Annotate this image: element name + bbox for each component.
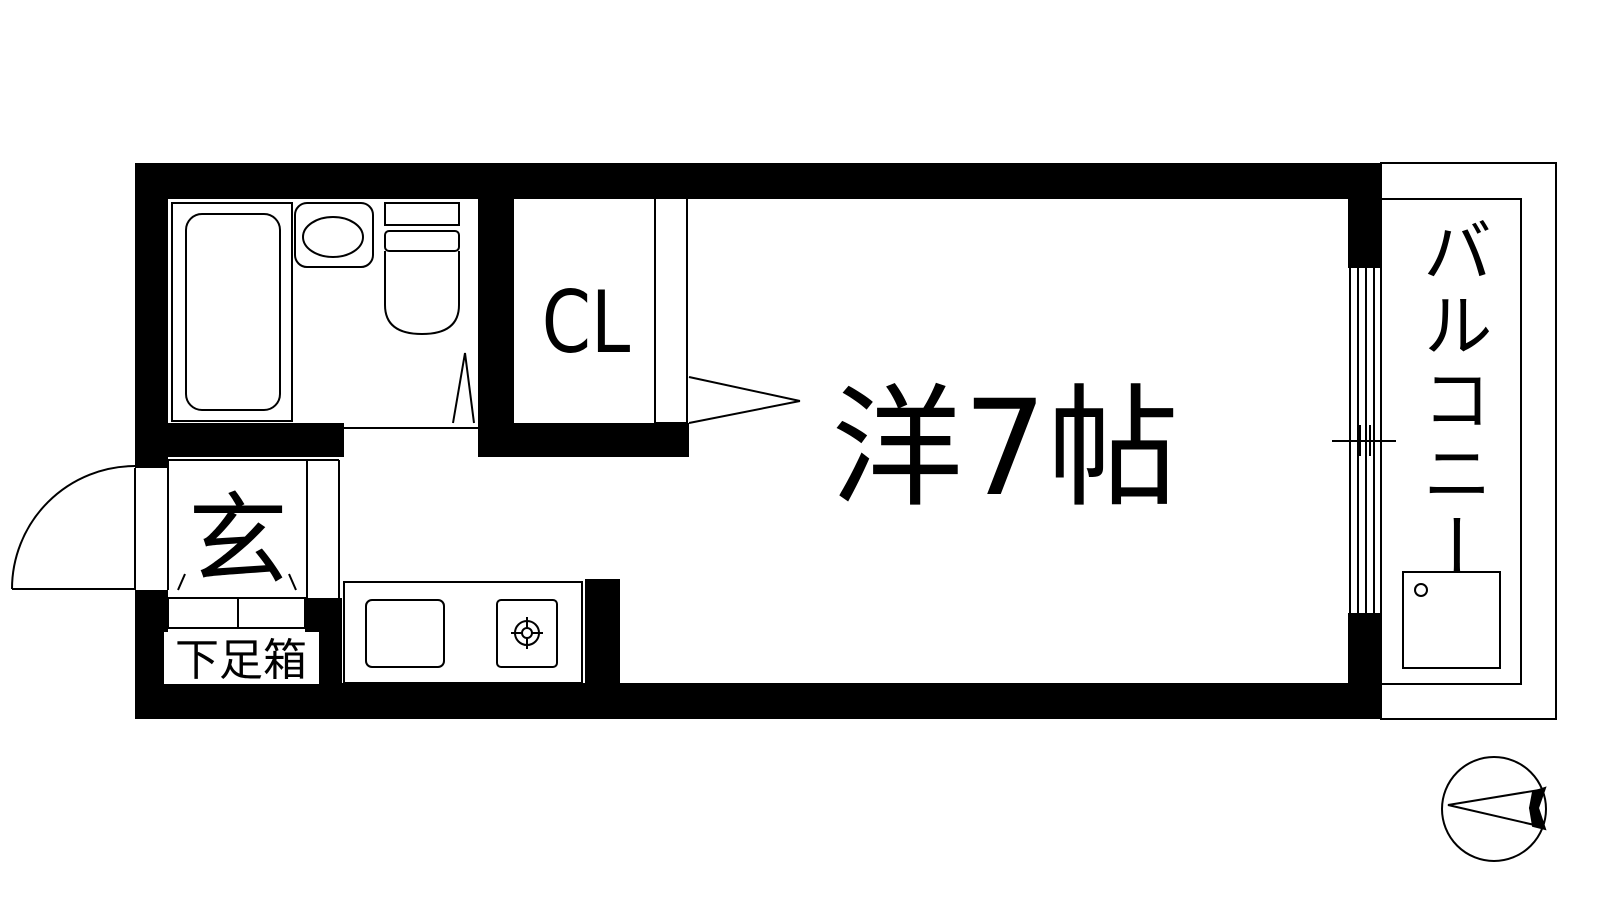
entrance [167,459,340,598]
toilet-icon [384,202,460,336]
balcony [1380,162,1557,720]
balcony-label: バルコニー [1411,215,1493,585]
entrance-door [11,465,136,590]
compass-icon [1441,756,1547,862]
shoe-box-label-bg [164,632,319,684]
washbasin-icon [294,202,374,268]
stove-icon [496,599,558,668]
balcony-window [1332,268,1396,613]
kitchen [343,581,583,684]
sink-icon [365,599,445,668]
walls [135,163,1381,719]
closet-label: CL [542,272,631,373]
room-western-label: 洋7帖 [831,372,1179,526]
entrance-label: 玄 [188,482,288,599]
room-door [688,376,801,424]
closet [654,199,688,424]
bathroom [171,202,478,429]
washing-machine-icon [1402,571,1501,669]
shoe-box [167,597,306,629]
bathtub-icon [185,213,281,411]
shoe-box-label: 下足箱 [175,635,307,686]
